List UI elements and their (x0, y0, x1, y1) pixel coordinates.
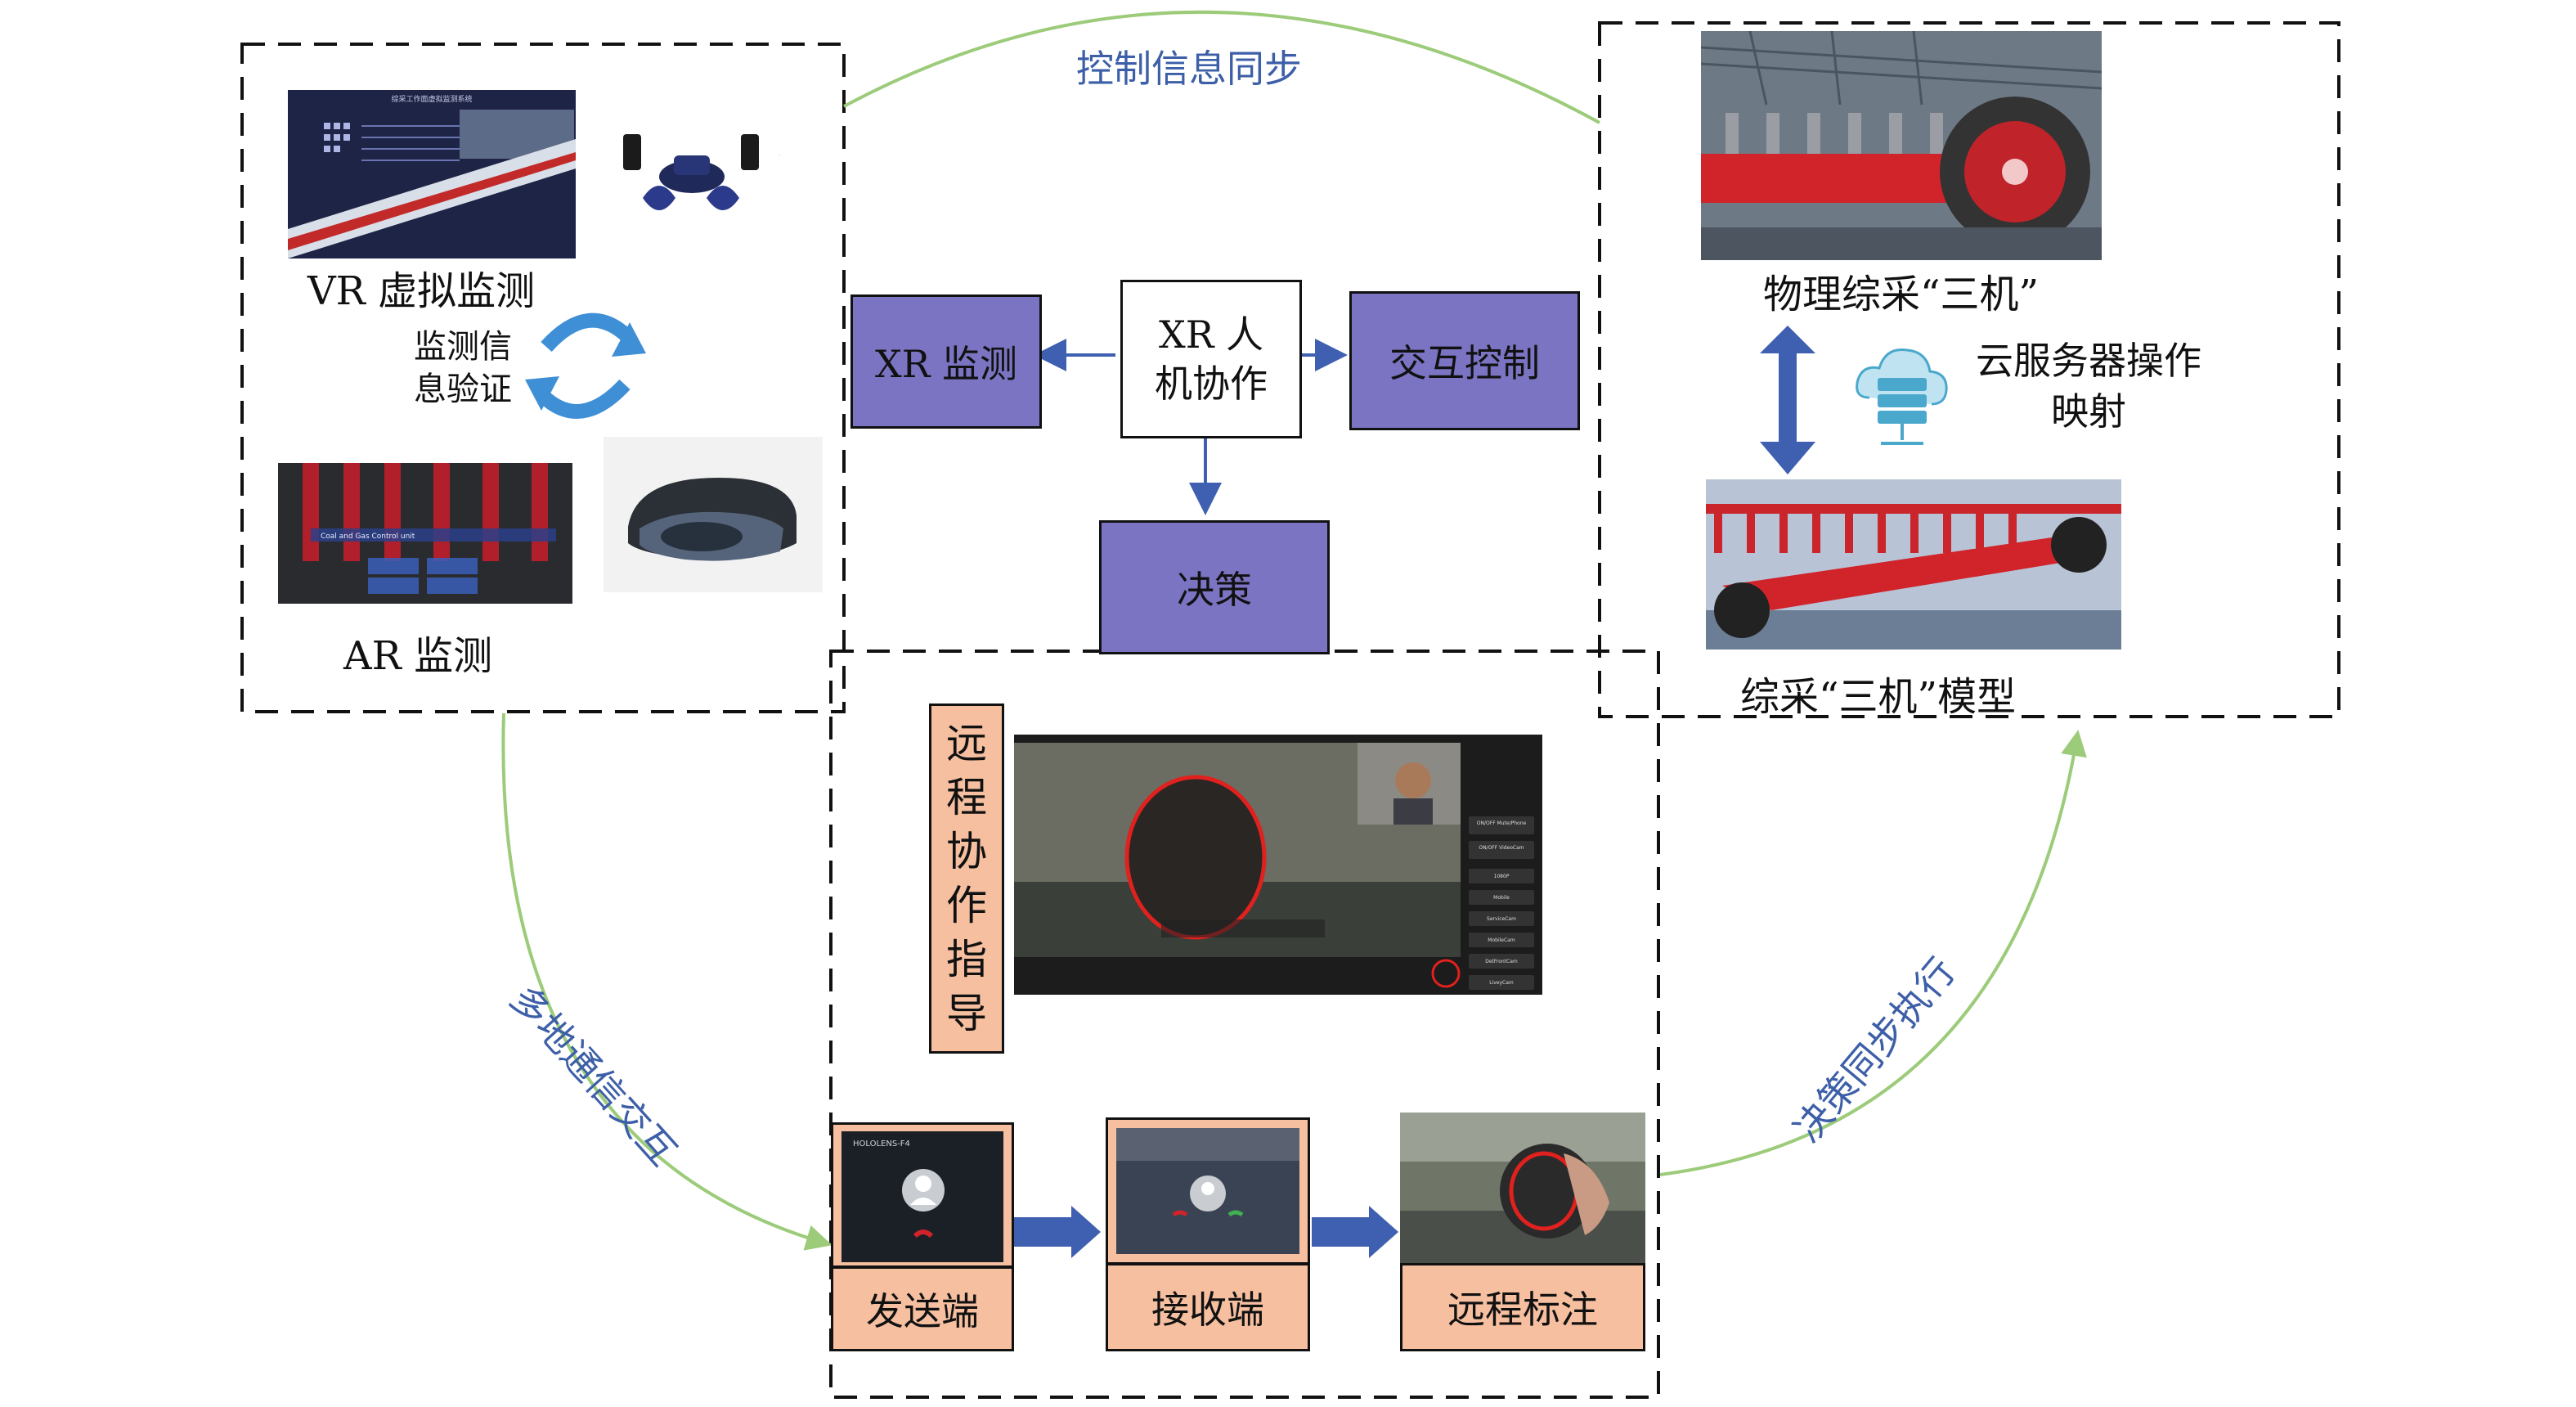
block-arrow-1 (1014, 1206, 1101, 1258)
cycle-arrow-top-head (612, 322, 646, 357)
decision-box: 决策 (1099, 520, 1330, 654)
vr-monitor-screenshot: 综采工作面虚拟监测系统 (288, 90, 576, 258)
ar-screen-caption: Coal and Gas Control unit (321, 533, 415, 541)
remote-guidance-char-3: 协 (946, 828, 987, 875)
double-arrow-head-up (1760, 326, 1815, 353)
cloud-server-icon (1853, 340, 1951, 455)
verify-line-1: 监测信 (414, 328, 512, 366)
svg-text:DetFrontCam: DetFrontCam (1485, 959, 1518, 964)
physical-three-machines-label: 物理综采“三机” (1763, 272, 2040, 317)
right-green-arc (1659, 730, 2087, 1176)
remote-guidance-char-1: 远 (946, 720, 987, 767)
vr-headset-image: . (615, 123, 815, 237)
interaction-control-box: 交互控制 (1349, 291, 1580, 430)
receiver-box: 接收端 (1106, 1263, 1310, 1351)
sender-box: 发送端 (831, 1266, 1014, 1351)
device-name: HOLOLENS-F4 (853, 1140, 910, 1149)
verify-label: 监测信 息验证 (414, 326, 512, 411)
vr-screen-caption: 综采工作面虚拟监测系统 (391, 94, 472, 104)
hub-box: XR 人 机协作 (1120, 280, 1302, 438)
hub-line-2: 机协作 (1155, 362, 1268, 406)
right-dashed-region (1598, 21, 2340, 718)
svg-text:.: . (779, 151, 780, 157)
svg-text:LiveyCam: LiveyCam (1489, 980, 1514, 986)
cycle-arrow-bottom-head (525, 376, 559, 411)
remote-guidance-box: 远 程 协 作 指 导 (929, 704, 1004, 1054)
remote-guidance-char-5: 指 (946, 936, 987, 983)
vr-label: VR 虚拟监测 (307, 268, 536, 314)
hub-line-1: XR 人 (1158, 312, 1263, 357)
svg-text:1080P: 1080P (1494, 874, 1510, 879)
verify-line-2: 息验证 (414, 371, 512, 408)
remote-video-screenshot: ON/OFF Mute/Phone ON/OFF VideoCam 1080P … (1014, 735, 1542, 995)
ar-headset-image (604, 437, 823, 592)
three-machines-model-label: 综采“三机”模型 (1740, 674, 2017, 720)
block-arrow-2 (1312, 1206, 1398, 1258)
top-arc-label: 控制信息同步 (1076, 47, 1302, 91)
cloud-line-1: 云服务器操作 (1976, 339, 2201, 383)
receiver-call-screenshot (1106, 1117, 1310, 1265)
cloud-mapping-label: 云服务器操作 映射 (1976, 335, 2201, 437)
cycle-arrow-top (541, 312, 634, 353)
remote-guidance-char-2: 程 (946, 774, 987, 821)
remote-guidance-char-4: 作 (946, 882, 987, 929)
svg-text:MobileCam: MobileCam (1488, 937, 1515, 943)
cloud-line-2: 映射 (2051, 389, 2126, 434)
physical-machine-photo (1701, 31, 2102, 260)
xr-monitor-box: XR 监测 (850, 294, 1042, 429)
sender-call-screenshot: HOLOLENS-F4 (831, 1122, 1014, 1268)
svg-text:ON/OFF Mute/Phone: ON/OFF Mute/Phone (1477, 820, 1527, 826)
cycle-arrow-bottom (537, 379, 631, 419)
svg-text:Mobile: Mobile (1493, 895, 1510, 901)
left-dashed-region (240, 43, 846, 713)
left-green-arc (501, 712, 832, 1251)
svg-text:ServiceCam: ServiceCam (1487, 916, 1516, 922)
ar-monitor-screenshot: Coal and Gas Control unit (278, 463, 572, 604)
remote-mark-box: 远程标注 (1400, 1263, 1645, 1351)
remote-mark-photo (1400, 1113, 1645, 1265)
svg-text:ON/OFF VideoCam: ON/OFF VideoCam (1479, 845, 1524, 851)
top-green-arc (843, 10, 1600, 124)
double-arrow-head-down (1760, 442, 1815, 474)
remote-guidance-char-6: 导 (946, 990, 987, 1037)
ar-label: AR 监测 (343, 633, 493, 679)
three-machines-model-render (1706, 479, 2121, 650)
video-side-buttons: ON/OFF Mute/Phone ON/OFF VideoCam 1080P … (1469, 816, 1534, 990)
